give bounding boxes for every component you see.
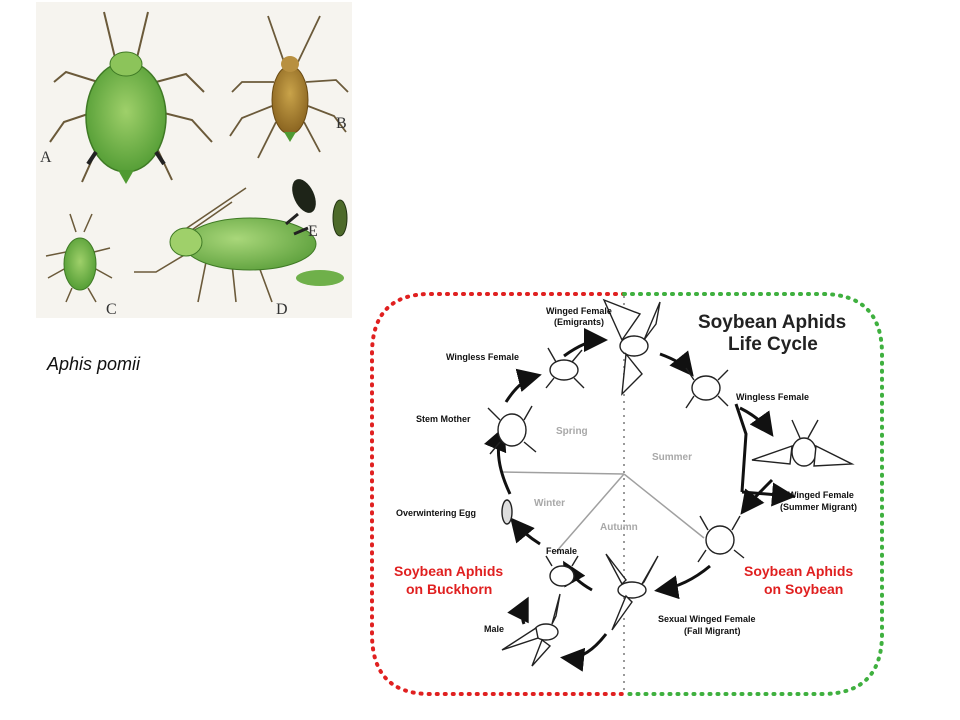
- letter-b: B: [336, 115, 347, 132]
- label-fall-migrant-2: (Fall Migrant): [684, 626, 741, 636]
- season-autumn: Autumn: [600, 522, 638, 533]
- letter-c: C: [106, 301, 117, 318]
- species-caption: Aphis pomii: [47, 354, 141, 374]
- season-spring: Spring: [556, 426, 588, 437]
- diagram-title-line1: Soybean Aphids: [698, 312, 846, 333]
- letter-a: A: [40, 149, 52, 166]
- letter-e: E: [308, 223, 318, 240]
- egg-green: [332, 199, 348, 237]
- label-fall-migrant-1: Sexual Winged Female: [658, 614, 755, 624]
- label-wingless-female-right: Wingless Female: [736, 392, 809, 402]
- label-emigrants: (Emigrants): [554, 317, 604, 327]
- aphid-photo-panel: A B C D E: [36, 2, 352, 318]
- letter-d: D: [276, 301, 288, 318]
- label-overwintering-egg: Overwintering Egg: [396, 508, 476, 518]
- aphid-figures: [487, 298, 855, 667]
- aphid-b: [229, 15, 349, 159]
- host-soybean-2: on Soybean: [764, 581, 843, 597]
- aphid-c: [45, 213, 113, 303]
- egg-black: [292, 179, 316, 213]
- label-summer-migrant-1: Winged Female: [788, 490, 854, 500]
- label-stem-mother: Stem Mother: [416, 414, 471, 424]
- label-winged-female: Winged Female: [546, 306, 612, 316]
- season-lines: [501, 471, 705, 553]
- label-summer-migrant-2: (Summer Migrant): [780, 502, 857, 512]
- summer-migrant-loop: [734, 403, 748, 493]
- host-buckhorn-2: on Buckhorn: [406, 581, 492, 597]
- host-soybean-1: Soybean Aphids: [744, 563, 853, 579]
- season-winter: Winter: [534, 498, 565, 509]
- season-summer: Summer: [652, 452, 692, 463]
- label-male: Male: [484, 624, 504, 634]
- label-wingless-female-left: Wingless Female: [446, 352, 519, 362]
- buckhorn-border: [370, 292, 626, 696]
- lifecycle-svg: Spring Summer Winter Autumn: [370, 292, 884, 696]
- aphid-illustration: A B C D E: [40, 11, 349, 318]
- aphid-d: [134, 187, 273, 303]
- label-female: Female: [546, 546, 577, 556]
- soybean-border: [622, 292, 884, 696]
- host-buckhorn-1: Soybean Aphids: [394, 563, 503, 579]
- lifecycle-diagram: Spring Summer Winter Autumn: [360, 284, 900, 710]
- diagram-title-line2: Life Cycle: [728, 334, 818, 355]
